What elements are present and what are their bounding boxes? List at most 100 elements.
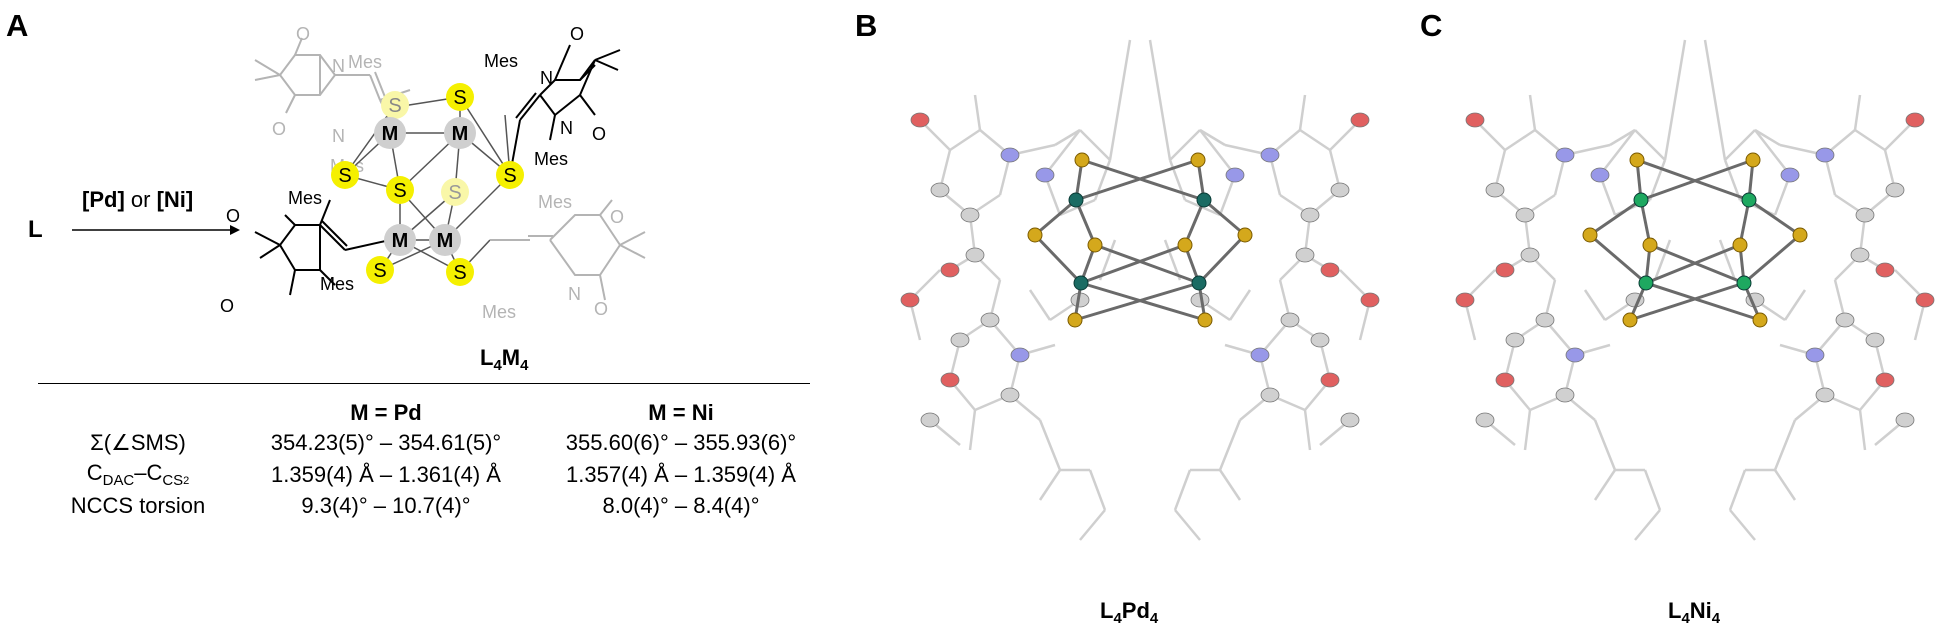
ligand-stick (1718, 239, 1737, 281)
sulfur-ellipsoid (1582, 227, 1598, 243)
ligand-atom-carbon (930, 182, 950, 198)
metal-sulfur-bond (1094, 243, 1200, 285)
ligand-stick (1653, 239, 1672, 281)
mes-front-left-2: Mes (320, 274, 354, 294)
ligand-atom-oxygen (1350, 112, 1370, 128)
metal-sulfur-bond (1080, 281, 1206, 322)
ligand-atom-carbon (1555, 387, 1575, 403)
table-row: NCCS torsion 9.3(4)° – 10.7(4)° 8.0(4)° … (40, 491, 826, 521)
ligand-stick (1173, 469, 1192, 511)
sulfur-atom-6: S (503, 165, 516, 187)
ligand-stick (1079, 509, 1106, 541)
ligand-stick (1523, 409, 1532, 451)
metal-sulfur-bond (1738, 199, 1751, 246)
ligand-atom-carbon (1475, 412, 1495, 428)
sulfur-ellipsoid (1197, 312, 1213, 328)
row-label-torsion: NCCS torsion (70, 493, 206, 519)
product-L: L (480, 345, 494, 370)
ligand-stick (1169, 129, 1201, 161)
core-bonds (344, 96, 511, 273)
ligand-atom-carbon (965, 247, 985, 263)
ligand-atom-oxygen (1905, 112, 1925, 128)
ligand-stick (1218, 469, 1242, 501)
sulfur-ellipsoid (1074, 152, 1090, 168)
metal-atom-2: M (452, 123, 469, 145)
metal-atom-1: M (382, 123, 399, 145)
row-value-ni: 8.0(4)° – 8.4(4)° (602, 493, 760, 519)
ligand-stick (1199, 128, 1226, 147)
crystal-structure-pd (900, 39, 1380, 541)
ligand-stick (1599, 129, 1636, 176)
o-front-right-1: O (570, 24, 584, 44)
metal-ellipsoid (1191, 275, 1207, 291)
sulfur-atom-3: S (338, 165, 351, 187)
ligand-stick (1038, 469, 1062, 501)
ligand-stick (1218, 419, 1242, 471)
ligand-atom-carbon (1850, 247, 1870, 263)
ligand-atom-oxygen (900, 292, 920, 308)
ligand-atom-nitrogen (1555, 147, 1575, 163)
o-faded-1: O (296, 24, 310, 44)
table-header-pd: M = Pd (350, 400, 422, 425)
ligand-atom-oxygen (1915, 292, 1935, 308)
row-label-sms: Σ(∠SMS) (90, 430, 186, 455)
ligand-atom-carbon (950, 332, 970, 348)
ligand-stick (1504, 128, 1536, 152)
sulfur-ellipsoid (1190, 152, 1206, 168)
ligand-stick (1648, 159, 1667, 201)
ligand-stick (1528, 94, 1537, 131)
ligand-atom-carbon (1535, 312, 1555, 328)
ligand-stick (1728, 469, 1747, 511)
ligand-atom-nitrogen (1035, 167, 1055, 183)
ligand-atom-nitrogen (1000, 147, 1020, 163)
ligand-atom-carbon (1260, 387, 1280, 403)
ligand-atom-oxygen (910, 112, 930, 128)
metal-sulfur-bond (1081, 158, 1205, 202)
ligand-atom-carbon (1280, 312, 1300, 328)
sulfur-atom-1: S (388, 95, 401, 117)
metal-atom-4: M (437, 230, 454, 252)
sulfur-atom-4: S (393, 180, 406, 202)
ligand-stick (973, 94, 982, 131)
o-faded-2: O (272, 119, 286, 139)
reagent-or: or (130, 187, 151, 212)
ligand-atom-oxygen (1320, 372, 1340, 388)
ligand-atom-carbon (1885, 182, 1905, 198)
ligand-atom-carbon (1330, 182, 1350, 198)
ligand-atom-carbon (1485, 182, 1505, 198)
ligand-atom-carbon (1895, 412, 1915, 428)
ligand-stick (1108, 39, 1132, 161)
metal-sulfur-bond (1589, 198, 1642, 237)
n-front-right-1: N (540, 68, 553, 88)
metal-ellipsoid (1741, 192, 1757, 208)
sulfur-atom-8: S (453, 262, 466, 284)
ligand-stick (1703, 39, 1727, 161)
ligand-stick (1148, 39, 1172, 161)
ligand-stick (1054, 128, 1081, 147)
ligand-atom-nitrogen (1250, 347, 1270, 363)
ligand-atom-carbon (1000, 387, 1020, 403)
o-faded-3: O (610, 207, 624, 227)
ligand-atom-oxygen (940, 262, 960, 278)
panel-label-b: B (855, 8, 878, 43)
reagent-ni: [Ni] (156, 187, 194, 212)
ligand-stick (1663, 39, 1687, 161)
metal-atom-3: M (392, 230, 409, 252)
properties-table: M = Pd M = Ni Σ(∠SMS) 354.23(5)° – 354.6… (40, 398, 826, 521)
ligand-atom-nitrogen (1815, 147, 1835, 163)
ligand-stick (1228, 289, 1252, 321)
ligand-stick (1088, 469, 1107, 511)
metal-ellipsoid (1736, 275, 1752, 291)
ligand-stick (1729, 509, 1756, 541)
ligand-atom-nitrogen (1565, 347, 1585, 363)
sulfur-ellipsoid (1745, 152, 1761, 168)
ligand-stick (1199, 129, 1236, 176)
ligand-stick (1303, 409, 1312, 451)
panel-label-a: A (6, 8, 29, 43)
metal-atoms: M M M M (374, 117, 476, 256)
ligand-atom-oxygen (1360, 292, 1380, 308)
ligand-atom-carbon (980, 312, 1000, 328)
row-value-pd: 1.359(4) Å – 1.361(4) Å (271, 461, 501, 487)
mes-front-right-1: Mes (484, 51, 518, 71)
ligand-stick (1754, 129, 1791, 176)
